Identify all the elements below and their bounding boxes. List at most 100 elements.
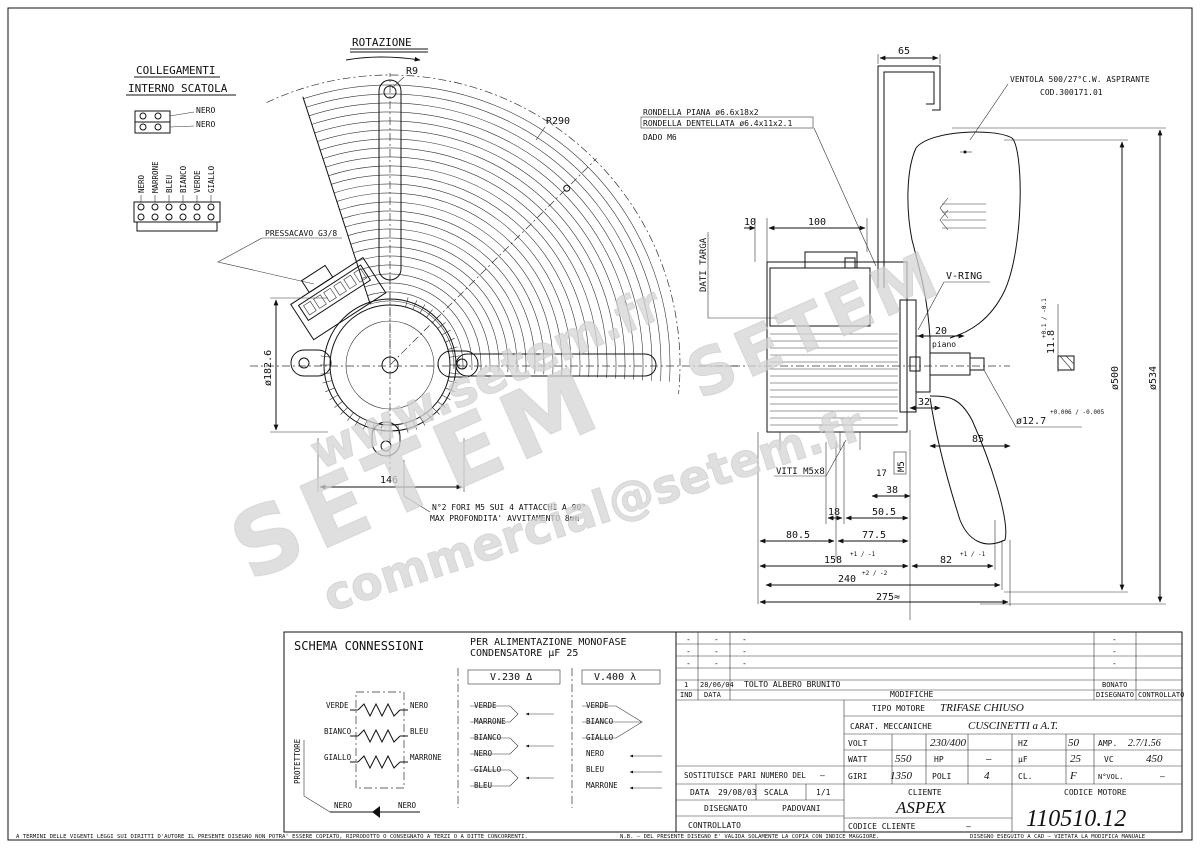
dim-18: 18: [828, 507, 840, 518]
nameplate-label: DATI TARGA: [699, 237, 709, 292]
dim-10: 10: [744, 217, 756, 228]
date-label: DATA: [690, 788, 709, 797]
scale-label: SCALA: [764, 788, 788, 797]
tol-158: +1 / -1: [850, 551, 876, 558]
revision-mark: -: [1112, 635, 1117, 644]
delta-wire-label: VERDE: [474, 701, 497, 710]
terminal-label-giallo: GIALLO: [207, 165, 216, 193]
schema-right-wire-nero: NERO: [410, 701, 429, 710]
poli-value: 4: [984, 770, 990, 782]
nvol-label: N°VOL.: [1098, 773, 1123, 781]
terminal-label-marrone: MARRONE: [151, 161, 160, 193]
tol-82: +1 / -1: [960, 551, 986, 558]
delta-wire-label: BIANCO: [474, 733, 502, 742]
schema-note-2: CONDENSATORE µF 25: [470, 648, 578, 659]
cl-label: CL.: [1018, 772, 1032, 781]
giri-label: GIRI: [848, 772, 867, 781]
connections-title-1: COLLEGAMENTI: [136, 64, 215, 77]
v400-label: V.400 λ: [594, 672, 636, 683]
client-code-value: —: [966, 822, 971, 831]
mech: CUSCINETTI a A.T.: [968, 720, 1058, 732]
protector-label: PROTETTORE: [293, 738, 302, 784]
screws-label: VITI M5x8: [776, 467, 825, 477]
motor-code-value: 110510.12: [1026, 806, 1126, 832]
schema-right-wire-marrone: MARRONE: [410, 753, 442, 762]
washer-toothed-label: RONDELLA DENTELLATA ø6.4x11x2.1: [643, 119, 792, 128]
date-value: 29/08/03: [718, 788, 757, 797]
star-wire-label: NERO: [586, 749, 605, 758]
star-wire-label: MARRONE: [586, 781, 618, 790]
amp-label: AMP.: [1098, 739, 1117, 748]
poli-label: POLI: [932, 772, 951, 781]
pair-label-1: NERO: [196, 106, 215, 115]
head-data: DATA: [704, 691, 722, 699]
dim-80-5: 80.5: [786, 530, 810, 541]
delta-wire-label: GIALLO: [474, 765, 502, 774]
washer-flat-label: RONDELLA PIANA ø6.6x18x2: [643, 108, 759, 117]
revision-cell: -: [686, 659, 691, 668]
revision-cell: -: [714, 647, 719, 656]
schema-right-wire-bleu: BLEU: [410, 727, 428, 736]
fan-note-1: VENTOLA 500/27°C.W. ASPIRANTE: [1010, 75, 1150, 84]
client-label: CLIENTE: [908, 788, 942, 797]
title-block: ------------ 1 28/06/04 TOLTO ALBERO BRU…: [675, 631, 1184, 833]
piano-label: piano: [932, 340, 956, 349]
watt-value: 550: [895, 753, 912, 765]
connection-schema: SCHEMA CONNESSIONI PER ALIMENTAZIONE MON…: [283, 631, 677, 833]
dim-158: 158: [824, 555, 842, 566]
mech-label: CARAT. MECCANICHE: [850, 722, 932, 731]
client-code-label: CODICE CLIENTE: [848, 822, 916, 831]
terminal-label-bianco: BIANCO: [179, 165, 188, 193]
hz-value: 50: [1068, 737, 1080, 749]
drawn-value: PADOVANI: [782, 804, 821, 813]
dim-240: 240: [838, 574, 856, 585]
footer-right: DISEGNO ESEGUITO A CAD — VIETATA LA MODI…: [970, 834, 1146, 840]
hub-radius-label: R9: [406, 66, 418, 77]
giri-value: 1350: [890, 770, 913, 782]
schema-note-1: PER ALIMENTAZIONE MONOFASE: [470, 637, 627, 648]
dim-width-146: 146: [380, 475, 398, 486]
dim-85: 85: [972, 434, 984, 445]
holes-note-1: N°2 FORI M5 SUI 4 ATTACCHI A 90°: [432, 503, 586, 512]
hp-value: —: [986, 755, 992, 765]
front-view: ROTAZIONE R9 R290: [250, 36, 740, 523]
delta-wire-label: MARRONE: [474, 717, 506, 726]
star-wire-label: VERDE: [586, 701, 609, 710]
dim-shaft-12-7: ø12.7: [1016, 416, 1046, 427]
star-wire-label: BLEU: [586, 765, 604, 774]
delta-wire-label: NERO: [474, 749, 493, 758]
schema-left-wire-giallo: GIALLO: [324, 753, 352, 762]
watt-label: WATT: [848, 755, 867, 764]
volt-value: 230/400: [930, 737, 967, 749]
head-mod: MODIFICHE: [890, 690, 934, 699]
vring-label: V-RING: [946, 271, 982, 282]
revision-mark: -: [1112, 659, 1117, 668]
dim-38: 38: [886, 485, 898, 496]
scale-value: 1/1: [816, 788, 831, 797]
replaces-label: SOSTITUISCE PARI NUMERO DEL: [684, 771, 806, 780]
uf-value: 25: [1070, 753, 1082, 765]
uf-label: µF: [1018, 755, 1028, 764]
revision-rows: ------------: [686, 635, 1117, 668]
dim-20: 20: [935, 326, 947, 337]
dim-11-8: 11.8: [1046, 330, 1057, 354]
revision-cell: -: [714, 659, 719, 668]
dim-100: 100: [808, 217, 826, 228]
pair-label-2: NERO: [196, 120, 215, 129]
dim-65: 65: [898, 46, 910, 57]
revision-cell: -: [742, 647, 747, 656]
internal-connections-detail: COLLEGAMENTI INTERNO SCATOLA NERO NERO N…: [126, 64, 342, 285]
hp-label: HP: [934, 755, 944, 764]
star-wire-label: GIALLO: [586, 733, 614, 742]
revision-cell: -: [686, 635, 691, 644]
volt-label: VOLT: [848, 739, 867, 748]
rev1-date: 28/06/04: [700, 681, 734, 689]
head-ind: IND: [680, 691, 693, 699]
vc-label: VC: [1104, 755, 1114, 764]
head-dis: DISEGNATO: [1096, 691, 1134, 699]
checked-label: CONTROLLATO: [688, 821, 741, 830]
motor-type: TRIFASE CHIUSO: [940, 702, 1024, 714]
footer-middle: N.B. — DEL PRESENTE DISEGNO E' VALIDA SO…: [620, 834, 879, 840]
